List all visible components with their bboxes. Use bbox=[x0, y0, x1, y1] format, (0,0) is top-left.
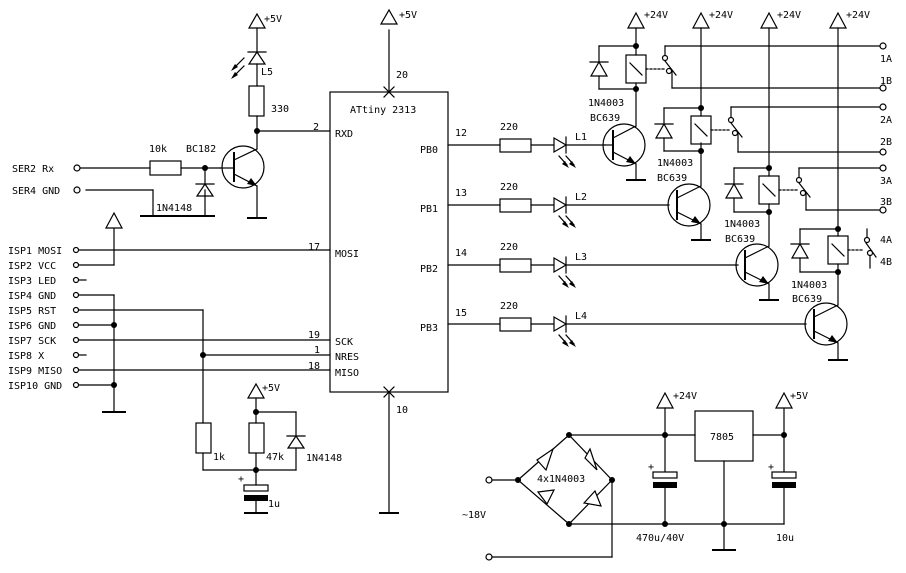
pin-name-nres: NRES bbox=[335, 352, 359, 363]
cap-plus-psu2: + bbox=[768, 462, 774, 473]
output-channel-3: 220 L3 BC639 1N4003 +24V bbox=[447, 10, 892, 301]
pin-num-13: 13 bbox=[455, 188, 467, 199]
output-channel-4: 220 L4 BC639 1N4003 +24V bbox=[447, 10, 892, 361]
output-channel-2: 220 L2 BC639 1N4003 +24V bbox=[447, 10, 892, 241]
ac-terminal-2 bbox=[485, 553, 493, 561]
1n4003-4-label: 1N4003 bbox=[791, 280, 827, 291]
isp-label-8: ISP8 X bbox=[8, 351, 44, 362]
v5-label-psu: +5V bbox=[790, 391, 808, 402]
1n4003-3-label: 1N4003 bbox=[724, 219, 760, 230]
contact-3b-label: 3B bbox=[880, 197, 892, 208]
res-330-label: 330 bbox=[271, 104, 289, 115]
diode-1n4148-reset-label: 1N4148 bbox=[306, 453, 342, 464]
contact-4b-label: 4B bbox=[880, 257, 892, 268]
vcc-label-rx: +5V bbox=[264, 14, 282, 25]
contact-3a-label: 3A bbox=[880, 176, 892, 187]
pin-name-rxd: RXD bbox=[335, 129, 353, 140]
pin-num-14: 14 bbox=[455, 248, 467, 259]
pin-num-18: 18 bbox=[308, 361, 320, 372]
ac-input-label: ~18V bbox=[462, 510, 486, 521]
ser-rx-label: SER2 Rx bbox=[12, 164, 54, 175]
v24-label-ch3: +24V bbox=[777, 10, 801, 21]
led-l3-label: L3 bbox=[575, 252, 587, 263]
v24-label-psu: +24V bbox=[673, 391, 697, 402]
cap-plus-psu1: + bbox=[648, 462, 654, 473]
contact-1a-label: 1A bbox=[880, 54, 892, 65]
v24-label-ch1: +24V bbox=[644, 10, 668, 21]
bc182-label: BC182 bbox=[186, 144, 216, 155]
mcu-name: ATtiny 2313 bbox=[350, 105, 416, 116]
cap-plus-reset: + bbox=[238, 474, 244, 485]
led-l1-label: L1 bbox=[575, 132, 587, 143]
res-220-1-label: 220 bbox=[500, 122, 518, 133]
pin-name-pb1: PB1 bbox=[420, 204, 438, 215]
output-channel-1: 220 L1 BC639 1N4003 +24V bbox=[447, 10, 892, 181]
pin-num-12: 12 bbox=[455, 128, 467, 139]
res-220-4-label: 220 bbox=[500, 301, 518, 312]
regulator-label: 7805 bbox=[710, 432, 734, 443]
isp-label-9: ISP9 MISO bbox=[8, 366, 62, 377]
bc639-2-label: BC639 bbox=[657, 173, 687, 184]
bridge-label: 4x1N4003 bbox=[537, 474, 585, 485]
pin-num-19: 19 bbox=[308, 330, 320, 341]
ser-rx-terminal bbox=[73, 164, 81, 172]
cap-1u-label: 1u bbox=[268, 499, 280, 510]
pin-num-2: 2 bbox=[313, 122, 319, 133]
isp-label-4: ISP4 GND bbox=[8, 291, 56, 302]
1n4003-1-label: 1N4003 bbox=[588, 98, 624, 109]
diode-1n4148-rx-label: 1N4148 bbox=[156, 203, 192, 214]
pin-name-pb2: PB2 bbox=[420, 264, 438, 275]
isp-label-7: ISP7 SCK bbox=[8, 336, 56, 347]
reset-circuit: 1k +5V 47k 1N4148 + 1u bbox=[195, 382, 342, 514]
pin-name-mosi: MOSI bbox=[335, 249, 359, 260]
pin-num-15: 15 bbox=[455, 308, 467, 319]
v24-label-ch2: +24V bbox=[709, 10, 733, 21]
isp-label-5: ISP5 RST bbox=[8, 306, 56, 317]
mcu-pin-vcc: 20 bbox=[396, 70, 408, 81]
1n4003-2-label: 1N4003 bbox=[657, 158, 693, 169]
res-47k-label: 47k bbox=[266, 452, 284, 463]
isp-label-3: ISP3 LED bbox=[8, 276, 56, 287]
contact-1b-label: 1B bbox=[880, 76, 892, 87]
pin-name-miso: MISO bbox=[335, 368, 359, 379]
pin-name-sck: SCK bbox=[335, 337, 353, 348]
isp-label-6: ISP6 GND bbox=[8, 321, 56, 332]
ser-gnd-label: SER4 GND bbox=[12, 186, 60, 197]
pin-name-pb3: PB3 bbox=[420, 323, 438, 334]
pin-num-1: 1 bbox=[314, 345, 320, 356]
power-supply: ~18V 4x1N4003 +24V + 470u/40V 7805 bbox=[462, 391, 808, 561]
isp-connector: ISP1 MOSI ISP2 VCC ISP3 LED ISP4 GND ISP… bbox=[8, 211, 331, 424]
bc639-1-label: BC639 bbox=[590, 113, 620, 124]
res-10k-label: 10k bbox=[149, 144, 167, 155]
vcc-label-mcu: +5V bbox=[399, 10, 417, 21]
mcu-pin-gnd: 10 bbox=[396, 405, 408, 416]
vcc-symbol-mcu: +5V bbox=[379, 8, 417, 25]
v24-label-ch4: +24V bbox=[846, 10, 870, 21]
ser-gnd-terminal bbox=[73, 186, 81, 194]
isp-label-2: ISP2 VCC bbox=[8, 261, 56, 272]
pin-num-17: 17 bbox=[308, 242, 320, 253]
led-l5-label: L5 bbox=[261, 67, 273, 78]
microcontroller: ATtiny 2313 20 10 RXD 2 MOSI 17 SCK 19 N… bbox=[308, 29, 467, 514]
cap-470u-label: 470u/40V bbox=[636, 533, 684, 544]
cap-10u-label: 10u bbox=[776, 533, 794, 544]
contact-4a-label: 4A bbox=[880, 235, 892, 246]
contact-2b-label: 2B bbox=[880, 137, 892, 148]
bc639-3-label: BC639 bbox=[725, 234, 755, 245]
res-220-3-label: 220 bbox=[500, 242, 518, 253]
contact-2a-label: 2A bbox=[880, 115, 892, 126]
bc639-4-label: BC639 bbox=[792, 294, 822, 305]
pin-name-pb0: PB0 bbox=[420, 145, 438, 156]
led-l4-label: L4 bbox=[575, 311, 587, 322]
led-l2-label: L2 bbox=[575, 192, 587, 203]
vcc-label-reset: +5V bbox=[262, 383, 280, 394]
res-220-2-label: 220 bbox=[500, 182, 518, 193]
rx-circuit: +5V L5 330 BC182 10k bbox=[12, 12, 331, 219]
res-1k-label: 1k bbox=[213, 452, 225, 463]
ac-terminal-1 bbox=[485, 476, 493, 484]
isp-label-10: ISP10 GND bbox=[8, 381, 62, 392]
isp-label-1: ISP1 MOSI bbox=[8, 246, 62, 257]
